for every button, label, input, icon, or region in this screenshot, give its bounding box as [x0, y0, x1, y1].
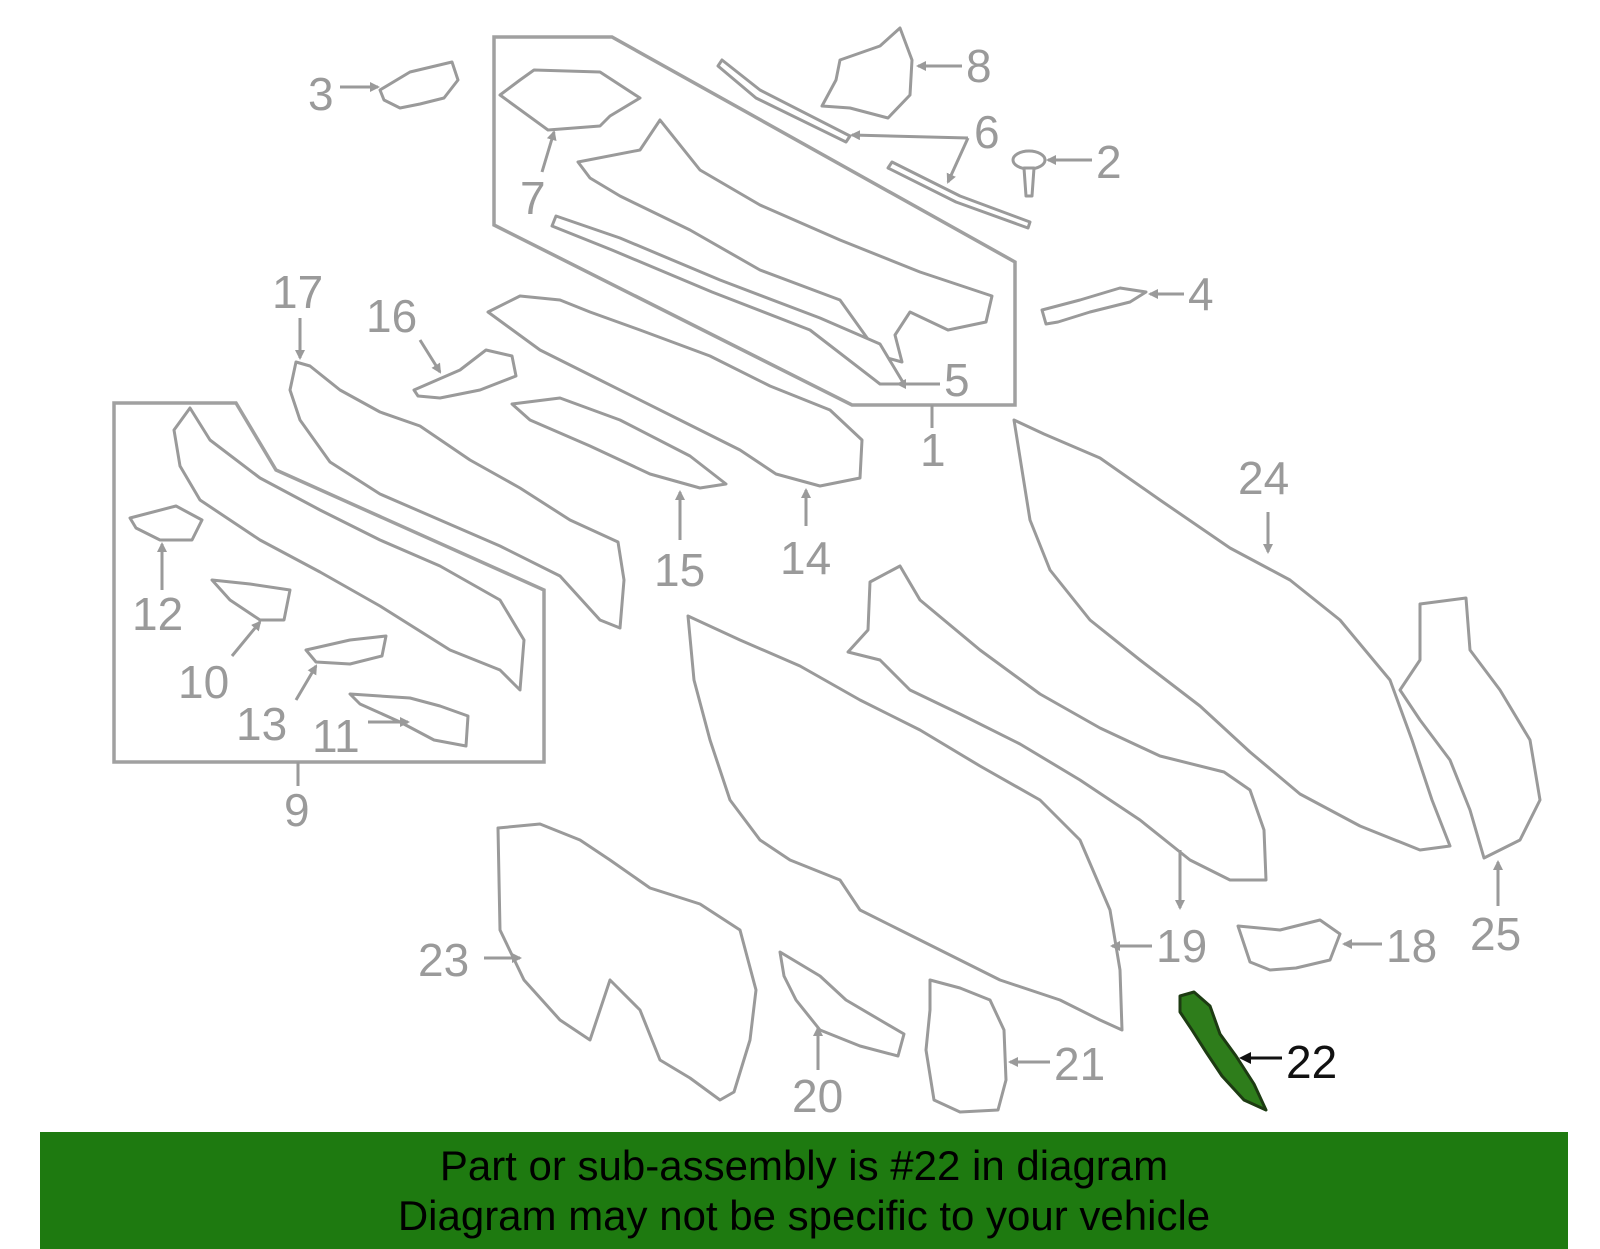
part-17-crossmember: [288, 360, 626, 630]
callout-7: 7: [520, 172, 546, 224]
part-19-insulator: [686, 614, 1124, 1032]
part-19-crossmember: [846, 564, 1268, 882]
leader-6b: [946, 137, 970, 184]
part-10-bracket: [210, 578, 292, 622]
callout-12: 12: [132, 588, 183, 640]
callout-14: 14: [780, 532, 831, 584]
callout-22: 22: [1286, 1036, 1337, 1088]
part-2-clip-head: [1011, 149, 1047, 171]
callout-25: 25: [1470, 908, 1521, 960]
callout-23: 23: [418, 934, 469, 986]
part-23-insulator: [496, 822, 758, 1102]
callout-15: 15: [654, 544, 705, 596]
part-22-highlighted: [1178, 990, 1268, 1112]
callout-17: 17: [272, 266, 323, 318]
part-25-pillar-panel: [1398, 596, 1542, 860]
part-20-bracket: [778, 950, 906, 1058]
callout-19: 19: [1156, 920, 1207, 972]
callout-9: 9: [284, 784, 310, 836]
part-5-strip: [550, 214, 906, 386]
callout-18: 18: [1386, 920, 1437, 972]
callout-24: 24: [1238, 452, 1289, 504]
callout-16: 16: [366, 290, 417, 342]
leader-16: [418, 339, 442, 374]
part-3-bracket: [378, 60, 460, 110]
part-8-bracket: [820, 26, 914, 120]
callout-5: 5: [944, 354, 970, 406]
part-4-bracket: [1040, 286, 1148, 326]
callout-20: 20: [792, 1070, 843, 1122]
part-6-seal-upper: [716, 58, 852, 144]
assembly-box-1: [492, 35, 1017, 407]
banner-line-2: Diagram may not be specific to your vehi…: [397, 1191, 1211, 1239]
part-24-dash-panel: [1012, 418, 1452, 852]
leader-6a: [850, 130, 969, 141]
part-16-bracket: [412, 348, 518, 400]
parts-diagram: 3 8 6 2 7 4 5 1 17 16 15 14 24 12 10 13 …: [112, 26, 1542, 1122]
part-15-panel: [510, 396, 728, 490]
part-18-bracket: [1236, 918, 1342, 972]
part-6-seal-lower: [886, 160, 1032, 230]
leader-7: [540, 130, 557, 173]
part-14-panel: [486, 294, 864, 488]
part-9-crossmember: [172, 406, 526, 692]
callout-4: 4: [1188, 268, 1214, 320]
callout-1: 1: [920, 424, 946, 476]
part-11-bracket: [348, 692, 470, 748]
part-2-clip-stem: [1022, 166, 1036, 198]
callout-21: 21: [1054, 1038, 1105, 1090]
callout-13: 13: [236, 698, 287, 750]
assembly-box-9: [112, 401, 546, 764]
part-12-bracket: [128, 504, 204, 542]
callout-10: 10: [178, 656, 229, 708]
callout-3: 3: [308, 68, 334, 120]
part-21-bracket: [924, 978, 1008, 1114]
callout-2: 2: [1096, 136, 1122, 188]
banner-line-1: Part or sub-assembly is #22 in diagram: [439, 1141, 1169, 1189]
info-banner: Part or sub-assembly is #22 in diagram D…: [40, 1132, 1568, 1249]
part-1-cowl-panel: [576, 118, 994, 364]
callout-11: 11: [312, 710, 360, 762]
leader-13: [294, 664, 318, 701]
callout-6: 6: [974, 106, 1000, 158]
part-7-bracket: [498, 68, 642, 132]
leader-10: [230, 620, 262, 657]
part-13-bracket: [304, 634, 388, 666]
callout-8: 8: [966, 40, 992, 92]
